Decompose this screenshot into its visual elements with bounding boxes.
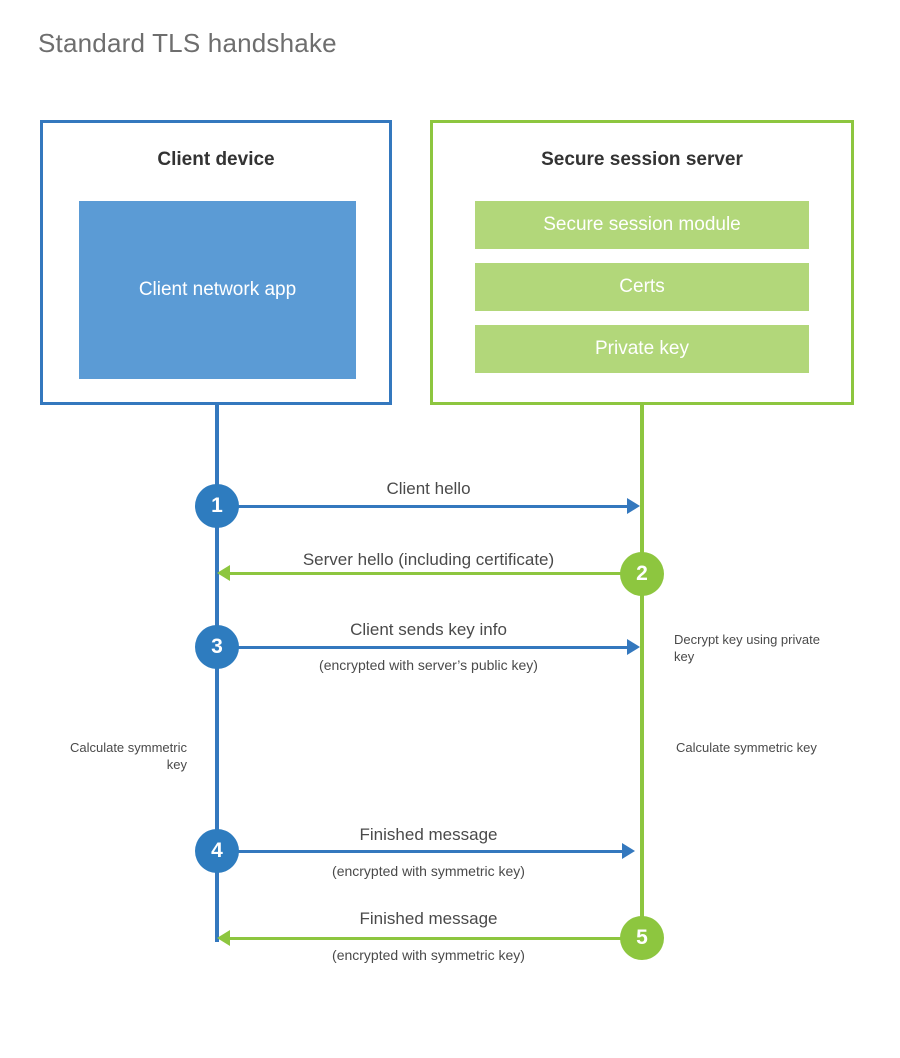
step-4-label: Finished message [359,825,498,844]
step-2-arrow-line [230,572,642,575]
secure-session-server-box: Secure session server Secure session mod… [430,120,854,405]
client-lifeline [215,403,219,942]
secure-session-server-title: Secure session server [541,149,743,170]
server-block-private-key: Private key [475,325,809,373]
step-5-marker: 5 [620,916,664,960]
step-3-sublabel: (encrypted with server’s public key) [319,657,538,673]
client-network-app-block: Client network app [79,201,356,379]
client-device-box: Client device Client network app [40,120,392,405]
step-5-label: Finished message [359,909,498,928]
server-lifeline [640,403,644,939]
step-4-sublabel: (encrypted with symmetric key) [332,863,525,879]
server-decrypt-note: Decrypt key using private key [674,632,820,664]
step-2-label: Server hello (including certificate) [302,550,555,569]
step-4-marker: 4 [195,829,239,873]
server-component-list: Secure session module Certs Private key [475,201,809,373]
step-2-marker: 2 [620,552,664,596]
step-3-arrow-line [217,646,627,649]
step-1-marker: 1 [195,484,239,528]
step-3-label: Client sends key info [350,620,507,639]
server-block-secure-session-module: Secure session module [475,201,809,249]
client-device-title: Client device [157,149,275,170]
step-5-arrow-line [230,937,642,940]
step-4-arrow-line [217,850,622,853]
step-5-arrow-head-icon [217,930,230,946]
step-1-arrow-head-icon [627,498,640,514]
step-1-arrow-line [217,505,627,508]
step-3-arrow-head-icon [627,639,640,655]
page-title: Standard TLS handshake [38,28,337,58]
server-calculate-symmetric-key-note: Calculate symmetric key [676,740,817,755]
step-2-arrow-head-icon [217,565,230,581]
step-4-arrow-head-icon [622,843,635,859]
client-calculate-symmetric-key-note: Calculate symmetric key [69,740,187,772]
step-3-marker: 3 [195,625,239,669]
server-block-certs: Certs [475,263,809,311]
step-1-label: Client hello [386,479,471,498]
step-5-sublabel: (encrypted with symmetric key) [332,947,525,963]
